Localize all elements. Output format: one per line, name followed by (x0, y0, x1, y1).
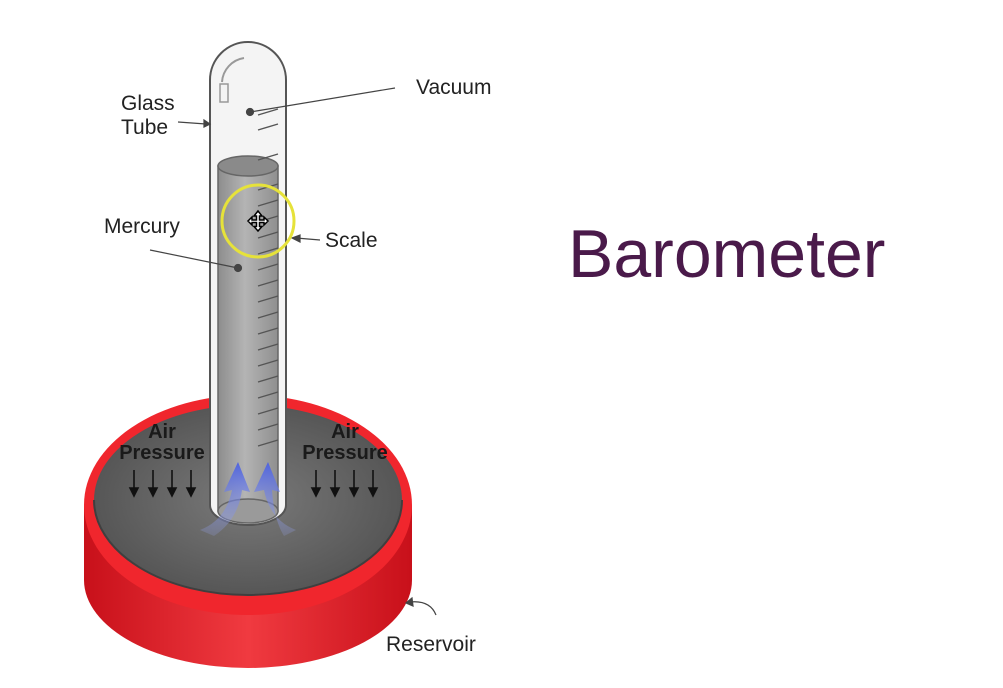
scale-label: Scale (325, 229, 378, 252)
air-pressure-right-label: Air Pressure (293, 422, 397, 464)
air-pressure-left-line2: Pressure (119, 442, 205, 464)
air-pressure-left-label: Air Pressure (110, 422, 214, 464)
mercury-column (217, 155, 279, 524)
glass-tube-label-line1: Glass (121, 92, 175, 115)
reservoir-label: Reservoir (386, 633, 476, 656)
vacuum-label: Vacuum (416, 76, 492, 99)
leader-lines (149, 87, 437, 616)
move-cursor-icon (246, 209, 270, 233)
air-pressure-right-line1: Air (331, 421, 359, 443)
air-pressure-arrows-left (128, 470, 197, 498)
page-title: Barometer (568, 216, 886, 292)
glass-tube-label: Glass Tube (121, 92, 175, 140)
glass-tube-label-line2: Tube (121, 116, 169, 140)
highlight-ring (220, 183, 296, 259)
mercury-label: Mercury (104, 215, 180, 238)
air-pressure-right-line2: Pressure (302, 442, 388, 464)
scale-ticks (257, 108, 279, 447)
pressure-flow-arrows (200, 462, 296, 536)
air-pressure-left-line1: Air (148, 421, 176, 443)
air-pressure-arrows-right (310, 470, 379, 498)
